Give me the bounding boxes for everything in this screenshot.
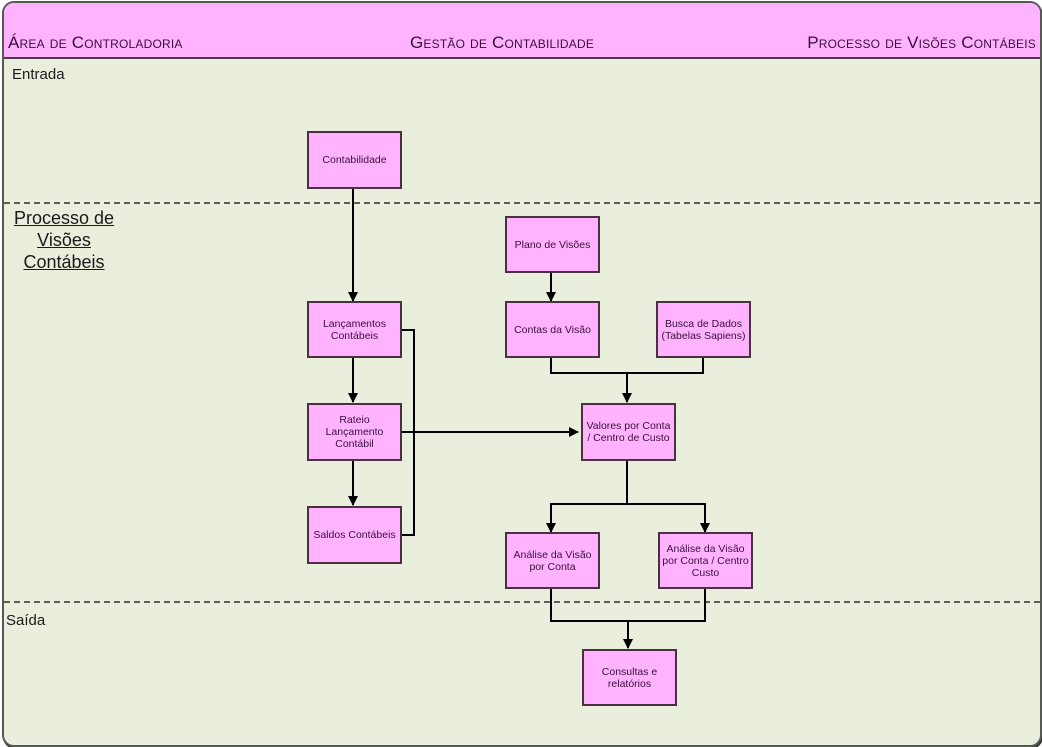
node-analise-visao-conta[interactable]: Análise da Visão por Conta	[505, 532, 600, 589]
lane-label-processo-line3: Contábeis	[23, 252, 105, 272]
header-process-title: Processo de Visões Contábeis	[807, 33, 1036, 52]
lane-label-processo-line1: Processo de	[13, 208, 115, 228]
connectors-layer	[348, 189, 710, 649]
node-contas-visao[interactable]: Contas da Visão	[505, 301, 600, 358]
node-lancamentos-contabeis[interactable]: Lançamentos Contábeis	[307, 301, 402, 358]
lane-label-processo-line2: Visões	[37, 230, 91, 250]
node-busca-dados[interactable]: Busca de Dados (Tabelas Sapiens)	[656, 301, 751, 358]
header-gestao-title: Gestão de Contabilidade	[410, 33, 595, 52]
edge-analises-join	[550, 589, 706, 622]
lane-divider-top	[4, 202, 1040, 204]
node-consultas-relatorios[interactable]: Consultas e relatórios	[582, 649, 677, 706]
node-contabilidade[interactable]: Contabilidade	[307, 131, 402, 189]
node-analise-visao-conta-cc[interactable]: Análise da Visão por Conta / Centro Cust…	[658, 532, 753, 589]
node-plano-visoes[interactable]: Plano de Visões	[505, 216, 600, 273]
node-rateio-lancamento[interactable]: Rateio Lançamento Contábil	[307, 403, 402, 461]
edge-contas-join	[550, 358, 704, 374]
lane-label-saida: Saída	[6, 612, 46, 629]
lane-label-processo: Processo de Visões Contábeis	[8, 207, 120, 273]
node-saldos-contabeis[interactable]: Saldos Contábeis	[307, 506, 402, 564]
header-bar: Área de Controladoria Gestão de Contabil…	[4, 3, 1040, 59]
lane-divider-bottom	[4, 601, 1040, 603]
header-area-title: Área de Controladoria	[8, 33, 183, 52]
lane-label-entrada: Entrada	[12, 66, 65, 83]
edge-valores-split	[546, 461, 628, 533]
node-valores-conta-cc[interactable]: Valores por Conta / Centro de Custo	[581, 403, 676, 461]
edge-split-analise-cc	[627, 503, 710, 533]
